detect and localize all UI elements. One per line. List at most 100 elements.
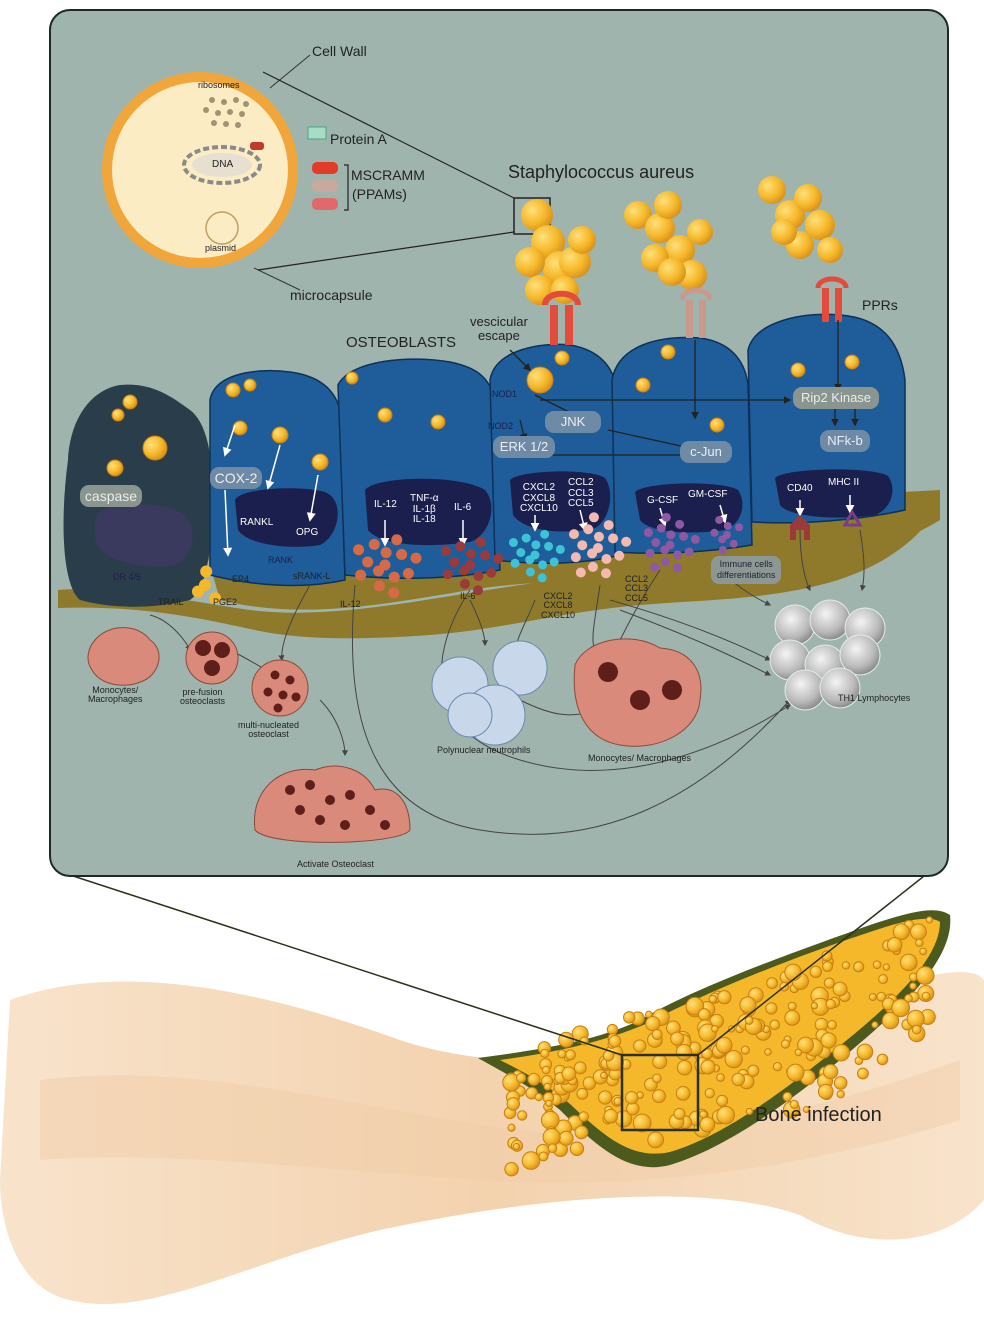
il6-cytokine [443, 569, 453, 579]
internal-bacterium [710, 418, 724, 432]
species-label: Staphylococcus aureus [508, 163, 694, 182]
infection-bacterium [746, 1108, 752, 1114]
infection-bacterium [577, 1088, 588, 1099]
staph-bacterium [794, 184, 822, 212]
mscramm-icon-2 [312, 180, 338, 192]
tnf-group-label: TNF-α IL-1β IL-18 [410, 494, 439, 526]
internal-bacterium [226, 383, 240, 397]
infection-bacterium [541, 1049, 549, 1057]
osteoclast-nucleus [274, 704, 283, 713]
osteoclast-lacuna [285, 785, 295, 795]
ppams-label: (PPAMs) [352, 187, 407, 202]
infection-bacterium [873, 961, 881, 969]
cxcl-cytokine [544, 542, 553, 551]
il6-cytokine [493, 554, 503, 564]
infection-bacterium [575, 1126, 588, 1139]
infection-bacterium [869, 993, 876, 1000]
th1-label: TH1 Lymphocytes [838, 694, 910, 703]
infection-bacterium [785, 1010, 800, 1025]
internal-bacterium [845, 355, 859, 369]
il12-cytokine [403, 568, 414, 579]
infection-bacterium [826, 999, 836, 1009]
ep4-label: EP4 [232, 575, 249, 584]
infection-bacterium [910, 924, 926, 940]
infection-bacterium [542, 1066, 550, 1074]
immune-diff-label: Immune cells differentiations [711, 556, 781, 584]
gcsf-cytokine [673, 563, 682, 572]
staph-bacterium [817, 237, 843, 263]
ccl-cytokine [588, 562, 598, 572]
rankl-label: RANKL [240, 518, 273, 529]
infection-bacterium [609, 1035, 621, 1047]
nod2-label: NOD2 [488, 422, 513, 431]
gmcsf-label: GM-CSF [688, 490, 727, 501]
cxcl-cytokine [525, 555, 534, 564]
il12-cytokine [374, 580, 385, 591]
infection-bacterium [653, 1090, 666, 1103]
infection-bacterium [652, 1030, 662, 1040]
il6-cytokine [460, 579, 470, 589]
infection-bacterium [823, 962, 833, 972]
macrophage-nucleus [630, 690, 650, 710]
il12-cytokine [381, 547, 392, 558]
prefusion-osteoclast [186, 632, 238, 684]
osteoblasts-label: OSTEOBLASTS [346, 335, 456, 351]
il6-cytokine [473, 571, 483, 581]
osteoclast-lacuna [340, 820, 350, 830]
cxcl-cytokine [550, 557, 559, 566]
infection-bacterium [916, 939, 923, 946]
infection-bacterium [834, 1077, 847, 1090]
staph-bacterium [525, 275, 555, 305]
ccl-nucleus-label: CCL2 CCL3 CCL5 [568, 478, 594, 510]
cxcl-cytokine [516, 548, 525, 557]
infection-bacterium [810, 966, 821, 977]
internal-bacterium [791, 363, 805, 377]
infection-bacterium [765, 1049, 772, 1056]
gcsf-cytokine [691, 535, 700, 544]
il12-cytokine [355, 570, 366, 581]
infection-bacterium [712, 1026, 719, 1033]
infection-bacterium [745, 1017, 753, 1025]
infection-bacterium [900, 954, 917, 971]
il12-cytokine [353, 544, 364, 555]
gcsf-cytokine [646, 549, 655, 558]
infection-bacterium [579, 1112, 589, 1122]
infection-bacterium [788, 1002, 796, 1010]
caspase-pill: caspase [80, 485, 142, 507]
infection-bacterium [604, 1109, 618, 1123]
il12-nucleus-label: IL-12 [374, 500, 397, 511]
cxcl-cytokine [511, 559, 520, 568]
infection-bacterium [625, 1091, 638, 1104]
protein-a-label: Protein A [330, 132, 387, 147]
infection-bacterium [787, 1064, 804, 1081]
infection-bacterium [842, 962, 849, 969]
neutrophil [448, 693, 492, 737]
infection-bacterium [677, 1061, 691, 1075]
infection-bacterium [926, 917, 932, 923]
osteoclast-nucleus [286, 676, 295, 685]
il12-cytokine [391, 534, 402, 545]
cd40-label: CD40 [787, 484, 813, 495]
gcsf-cytokine [661, 558, 670, 567]
osteoclast-lacuna [315, 815, 325, 825]
nod1-label: NOD1 [492, 390, 517, 399]
gcsf-cytokine [662, 513, 671, 522]
activate-osteoclast-label: Activate Osteoclast [297, 860, 374, 869]
infection-bacterium [614, 1097, 622, 1105]
il6-cytokine [449, 557, 459, 567]
il12-cytokine [388, 587, 399, 598]
infection-bacterium [574, 1062, 586, 1074]
infection-bacterium [781, 1040, 789, 1048]
infection-bacterium [767, 978, 778, 989]
infection-bacterium [766, 1003, 777, 1014]
il12-cytokine [396, 549, 407, 560]
infection-bacterium [709, 995, 716, 1002]
infection-bacterium [854, 962, 864, 972]
internal-bacterium [233, 421, 247, 435]
il12-cytokine [389, 572, 400, 583]
dna-marker-icon [250, 142, 264, 150]
infection-bacterium [833, 1045, 849, 1061]
infection-bacterium [920, 948, 927, 955]
prefusion-nucleus [214, 642, 230, 658]
